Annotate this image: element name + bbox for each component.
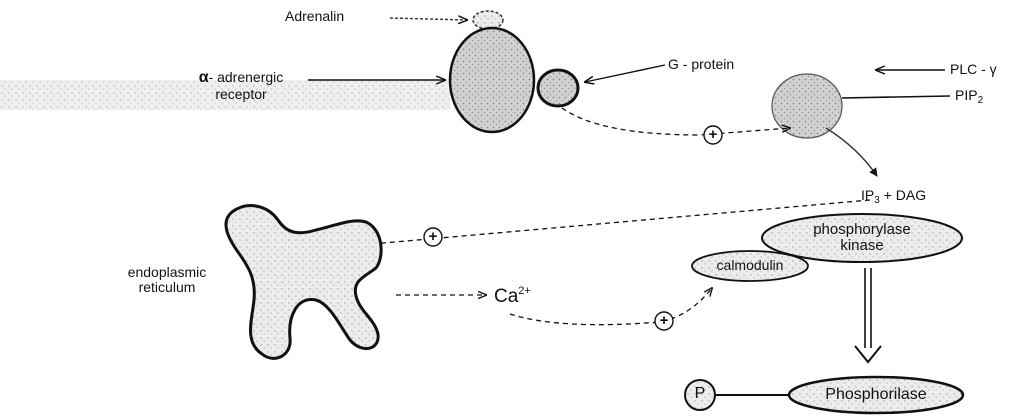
plus-label-2: + <box>426 229 440 245</box>
pip2-line <box>842 96 950 98</box>
ip3-main: IP <box>861 187 874 203</box>
ca-sup: 2+ <box>518 285 531 297</box>
receptor-label: α- adrenergic receptor <box>178 70 304 101</box>
kinase-label-line2: kinase <box>782 238 942 254</box>
er-label-line2: reticulum <box>112 280 222 295</box>
g-protein-label: G - protein <box>668 57 734 72</box>
alpha-symbol: α <box>199 69 209 86</box>
phosphorilase-label: Phosphorilase <box>800 386 952 404</box>
calcium-label: Ca2+ <box>494 286 531 307</box>
adrenalin-ligand <box>473 11 503 29</box>
plus-label-3: + <box>657 313 671 329</box>
plc-to-ip3-arrow <box>826 128 877 176</box>
calmodulin-label: calmodulin <box>695 258 805 273</box>
plus-label-1: + <box>706 127 720 143</box>
plc-label: PLC - γ <box>950 62 997 77</box>
adrenalin-label: Adrenalin <box>285 9 344 24</box>
phosphate-label: P <box>690 385 710 403</box>
receptor-label-line2: receptor <box>178 87 304 102</box>
dag-text: + DAG <box>880 187 926 203</box>
er-label-line1: endoplasmic <box>112 265 222 280</box>
kinase-to-phosphorilase-arrow-head <box>855 346 881 362</box>
receptor-label-line1: - adrenergic <box>209 69 284 85</box>
phosphorylase-kinase-label: phosphorylase kinase <box>782 222 942 254</box>
receptor-shape <box>450 28 534 132</box>
g-protein-shape <box>538 70 578 106</box>
er-label: endoplasmic reticulum <box>112 265 222 294</box>
pip2-label: PIP2 <box>955 88 983 107</box>
er-shape <box>226 206 381 359</box>
pip2-main: PIP <box>955 87 978 103</box>
ip3-dag-label: IP3 + DAG <box>861 188 926 207</box>
g-protein-arrow <box>585 65 665 82</box>
pip2-sub: 2 <box>978 95 984 106</box>
g-protein-activation-arrow <box>562 108 790 135</box>
ca-to-calmodulin-arrow <box>510 288 712 325</box>
ca-main: Ca <box>494 286 518 307</box>
adrenalin-arrow <box>390 18 467 20</box>
kinase-label-line1: phosphorylase <box>782 222 942 238</box>
